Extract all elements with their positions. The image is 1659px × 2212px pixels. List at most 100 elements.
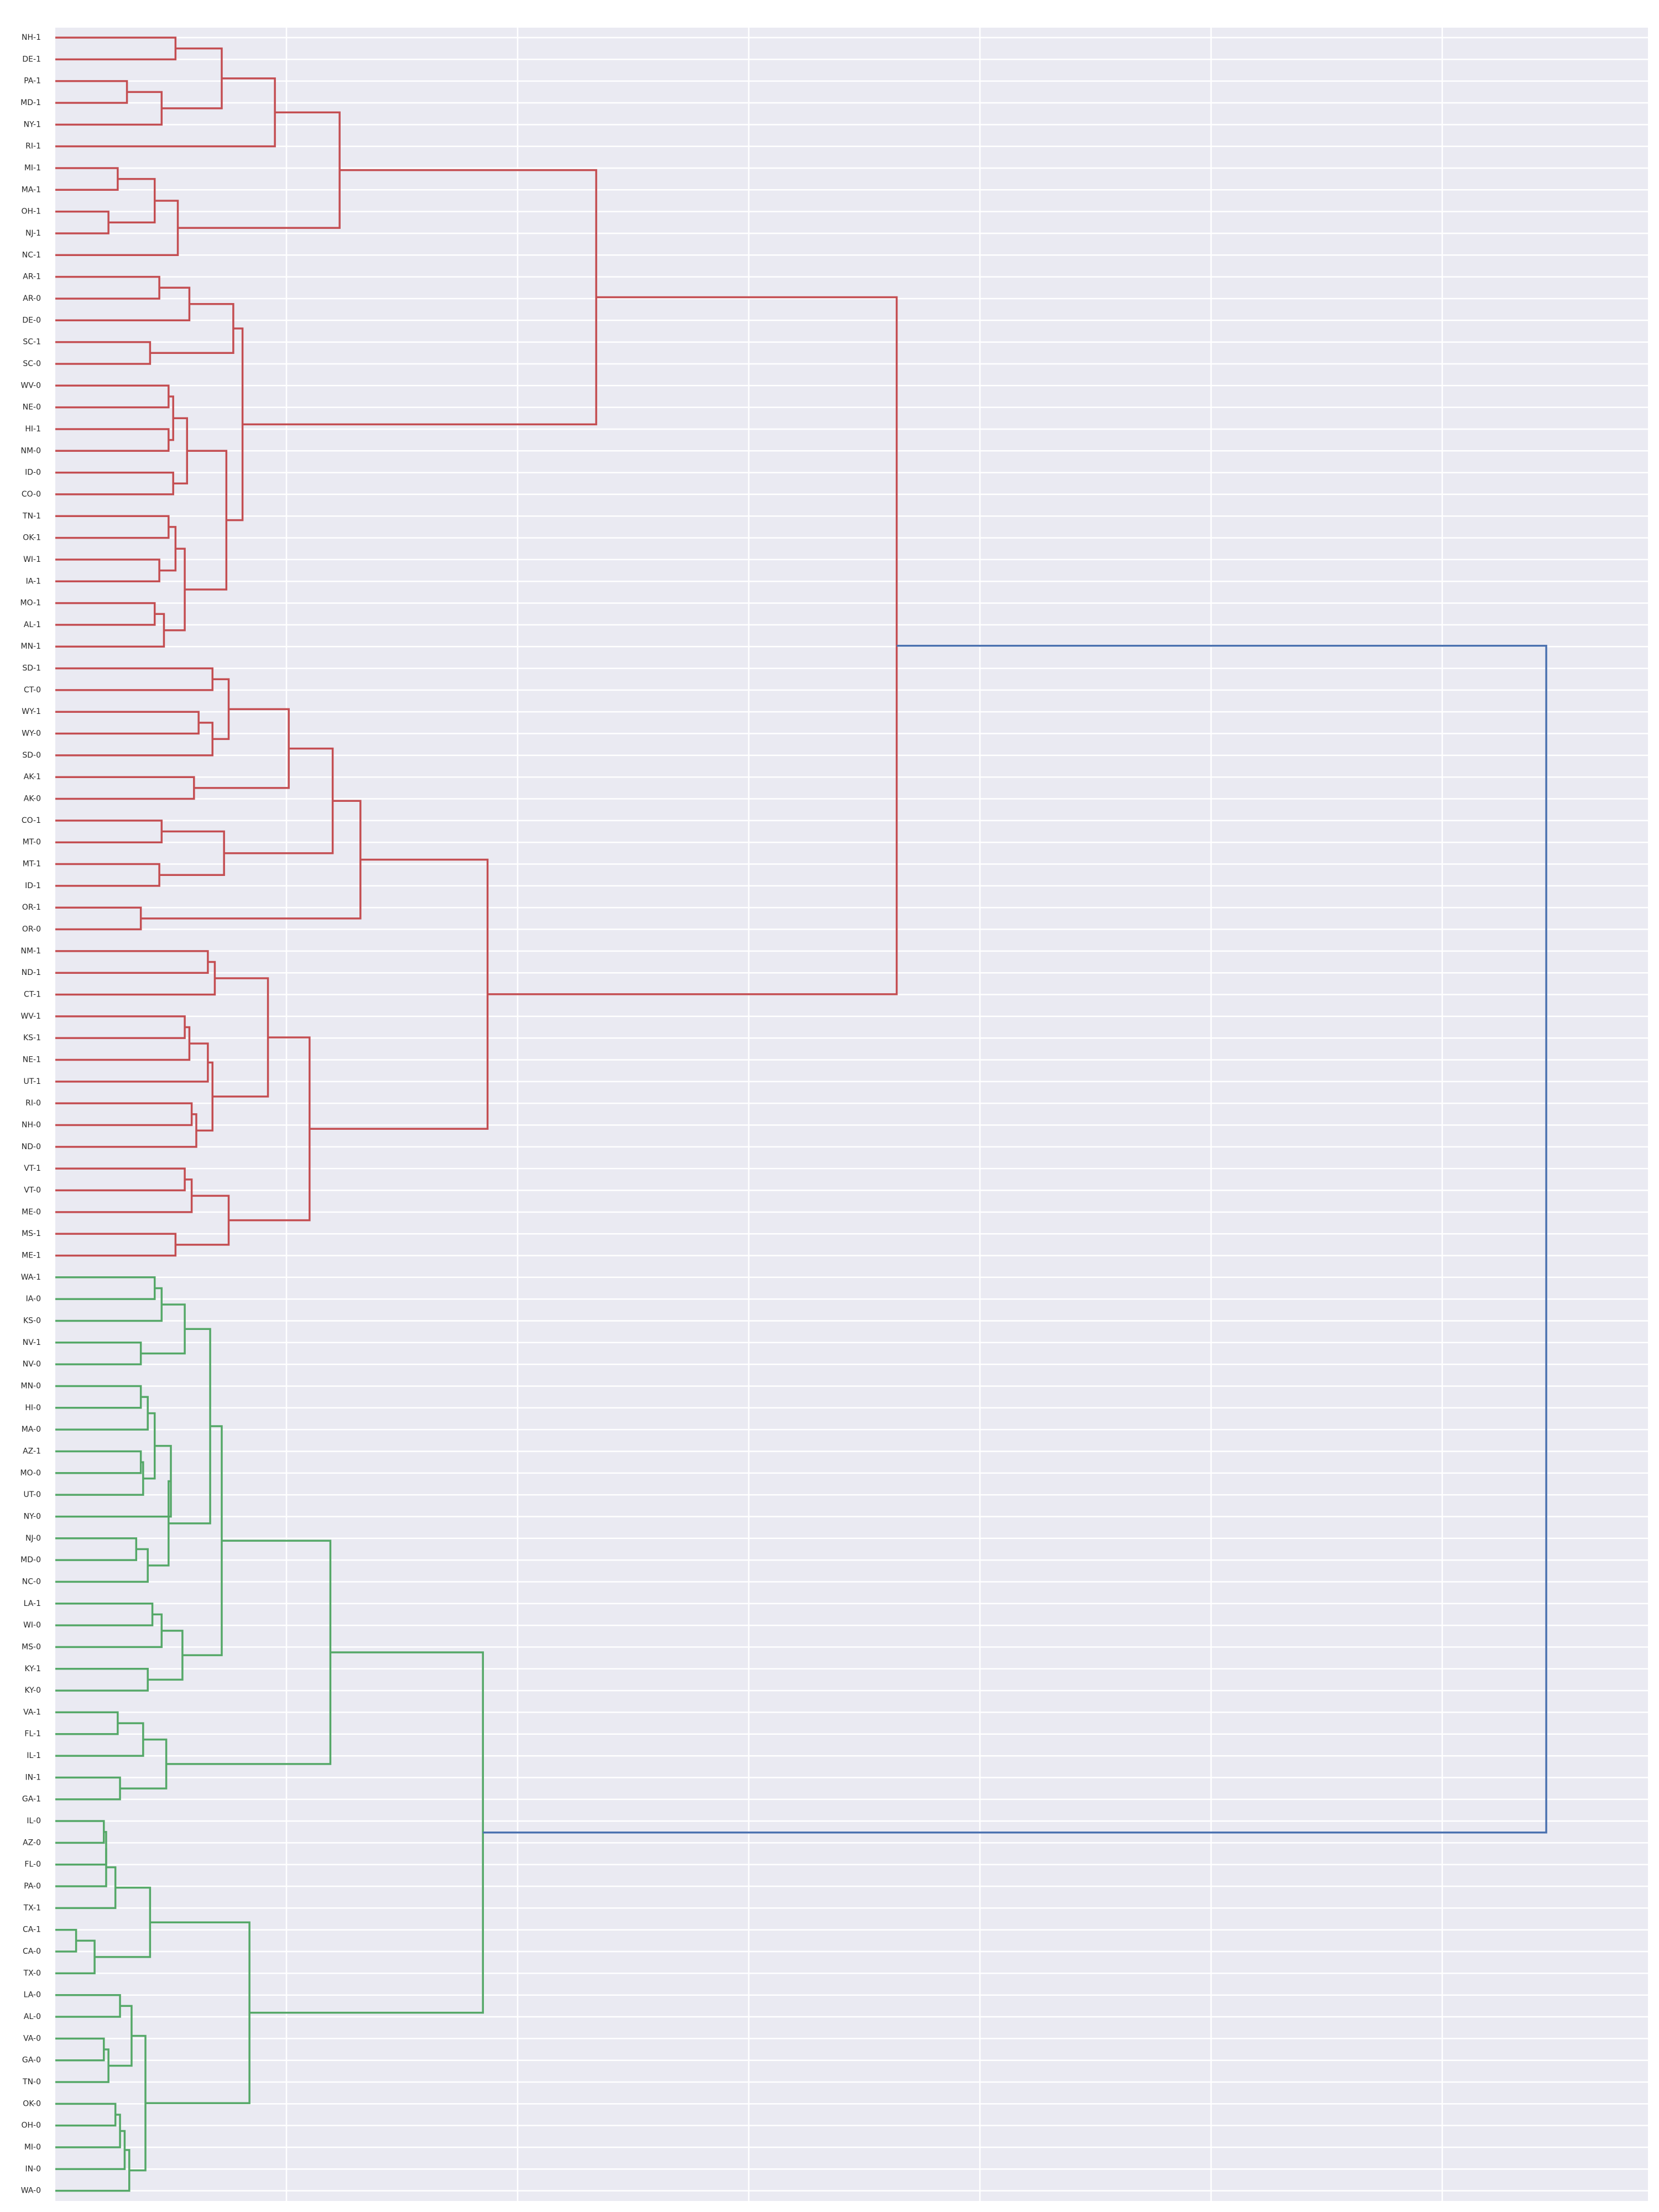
leaf-label: CT-1 — [24, 990, 41, 999]
leaf-label: LA-0 — [24, 1991, 41, 2000]
plot-background — [55, 28, 1648, 2201]
leaf-label: IL-0 — [27, 1817, 41, 1825]
leaf-label: ND-0 — [22, 1142, 41, 1151]
leaf-label: TX-1 — [23, 1903, 41, 1912]
leaf-label: VT-0 — [24, 1186, 41, 1194]
leaf-label: NE-1 — [23, 1056, 41, 1065]
leaf-label: DE-0 — [22, 316, 41, 325]
leaf-label: LA-1 — [24, 1599, 41, 1608]
leaf-label: ID-0 — [25, 468, 41, 477]
leaf-label: PA-0 — [24, 1882, 41, 1891]
leaf-label: WV-1 — [20, 1012, 41, 1021]
leaf-label: AR-0 — [23, 294, 41, 303]
leaf-label: OK-1 — [23, 534, 41, 542]
leaf-label: RI-1 — [25, 142, 41, 151]
dendrogram-link-n99 — [483, 644, 1547, 1834]
leaf-label: IL-1 — [27, 1751, 41, 1760]
leaf-label: OH-0 — [21, 2121, 41, 2130]
leaf-labels: NH-1DE-1PA-1MD-1NY-1RI-1MI-1MA-1OH-1NJ-1… — [20, 33, 41, 2195]
leaf-label: FL-0 — [24, 1860, 41, 1869]
leaf-label: NY-0 — [24, 1512, 41, 1521]
leaf-label: VA-1 — [23, 1708, 41, 1717]
leaf-label: SD-1 — [22, 664, 41, 673]
leaf-label: SC-0 — [23, 359, 41, 368]
leaf-label: MO-1 — [20, 599, 41, 608]
leaf-label: MD-0 — [20, 1556, 41, 1564]
dendrogram-link-n83 — [55, 1848, 107, 1887]
leaf-label: OK-0 — [23, 2099, 41, 2108]
leaf-label: AL-1 — [24, 620, 41, 629]
leaf-label: TX-0 — [23, 1969, 41, 1978]
leaf-label: AZ-1 — [23, 1447, 41, 1455]
leaf-label: MO-0 — [20, 1469, 41, 1478]
leaf-label: ME-1 — [22, 1251, 41, 1260]
dendrogram-links — [55, 36, 1547, 2192]
leaf-label: MI-0 — [24, 2143, 41, 2152]
leaf-label: MD-1 — [20, 98, 41, 107]
leaf-label: UT-1 — [24, 1077, 41, 1086]
leaf-label: WI-0 — [23, 1621, 41, 1630]
leaf-label: KS-1 — [23, 1034, 41, 1042]
leaf-label: MA-0 — [22, 1425, 41, 1434]
leaf-label: MN-0 — [20, 1381, 41, 1390]
leaf-label: CO-0 — [22, 490, 41, 499]
leaf-label: IN-0 — [25, 2164, 41, 2173]
leaf-label: WY-0 — [22, 729, 41, 738]
leaf-label: WV-0 — [20, 381, 41, 390]
leaf-label: NC-1 — [22, 251, 41, 259]
leaf-label: NH-1 — [22, 33, 41, 42]
leaf-label: IA-0 — [26, 1295, 41, 1303]
leaf-label: MT-1 — [23, 860, 41, 869]
leaf-label: HI-0 — [25, 1404, 41, 1412]
leaf-label: NM-1 — [20, 947, 41, 956]
leaf-label: CO-1 — [22, 816, 41, 825]
leaf-label: MT-0 — [23, 838, 41, 847]
leaf-label: KS-0 — [23, 1316, 41, 1325]
leaf-label: IA-1 — [26, 577, 41, 586]
leaf-label: WI-1 — [23, 555, 41, 564]
leaf-label: GA-0 — [22, 2056, 41, 2065]
leaf-label: VT-1 — [24, 1164, 41, 1173]
leaf-label: FL-1 — [24, 1730, 41, 1739]
leaf-label: SC-1 — [23, 338, 41, 347]
leaf-label: NJ-0 — [25, 1534, 41, 1543]
leaf-label: DE-1 — [22, 55, 41, 64]
leaf-label: WA-1 — [21, 1273, 41, 1282]
leaf-label: IN-1 — [25, 1773, 41, 1782]
leaf-label: MI-1 — [24, 164, 41, 173]
leaf-label: NY-1 — [24, 120, 41, 129]
leaf-label: CA-0 — [23, 1947, 41, 1956]
leaf-label: HI-1 — [25, 425, 41, 434]
leaf-label: KY-0 — [24, 1686, 41, 1695]
leaf-label: AK-1 — [24, 773, 41, 781]
leaf-label: MA-1 — [22, 185, 41, 194]
leaf-label: NC-0 — [22, 1577, 41, 1586]
leaf-label: VA-0 — [23, 2034, 41, 2043]
leaf-label: TN-1 — [22, 512, 41, 520]
leaf-label: ME-0 — [22, 1208, 41, 1217]
leaf-label: AL-0 — [24, 2012, 41, 2021]
leaf-label: OR-0 — [22, 925, 41, 934]
leaf-label: NJ-1 — [25, 229, 41, 238]
leaf-label: CT-0 — [24, 686, 41, 695]
leaf-label: NV-1 — [23, 1338, 41, 1347]
leaf-label: SD-0 — [22, 751, 41, 760]
leaf-label: NV-0 — [23, 1360, 41, 1369]
leaf-label: AK-0 — [24, 795, 41, 804]
leaf-label: UT-0 — [24, 1490, 41, 1499]
grid-lines — [55, 28, 1648, 2201]
leaf-label: ND-1 — [22, 968, 41, 977]
leaf-label: MS-0 — [22, 1642, 41, 1651]
leaf-label: ID-1 — [25, 881, 41, 890]
leaf-label: WY-1 — [22, 707, 41, 716]
leaf-label: RI-0 — [25, 1099, 41, 1108]
leaf-label: WA-0 — [21, 2187, 41, 2195]
leaf-label: OR-1 — [22, 903, 41, 912]
leaf-label: KY-1 — [24, 1665, 41, 1673]
leaf-label: NH-0 — [22, 1121, 41, 1130]
leaf-label: OH-1 — [21, 207, 41, 216]
leaf-label: AR-1 — [23, 273, 41, 281]
leaf-label: GA-1 — [22, 1795, 41, 1804]
leaf-label: AZ-0 — [23, 1838, 41, 1847]
leaf-label: MN-1 — [20, 642, 41, 651]
